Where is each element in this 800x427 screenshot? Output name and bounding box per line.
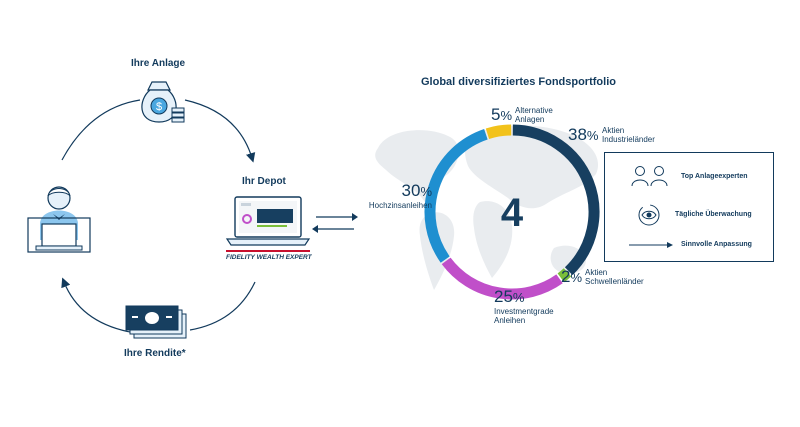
donut-segment-4	[485, 124, 512, 140]
seg-label-line1: Alternative	[515, 106, 553, 115]
donut-segment-2	[441, 257, 563, 300]
donut-segment-0	[512, 124, 600, 276]
donut-segments	[424, 124, 600, 300]
money-bag-icon: $	[141, 81, 185, 123]
investor-icon	[27, 186, 91, 253]
seg-label-line2: Schwellenländer	[585, 277, 644, 287]
seg-label-line1: Aktien	[602, 126, 625, 135]
pct-value: 2	[561, 267, 571, 286]
arc-bottom-right	[189, 281, 256, 331]
arc-top-right	[184, 99, 256, 163]
adjustment-arrow-icon	[629, 242, 673, 248]
dollar-sign: $	[156, 101, 162, 113]
legend-item-adjustment: Sinnvolle Anpassung	[681, 241, 752, 248]
brand-logo: FIDELITY WEALTH EXPERT	[226, 254, 312, 261]
chart-title: Global diversifiziertes Fondsportfolio	[421, 76, 616, 88]
donut-chart: 4	[424, 124, 600, 300]
pct-value: 25	[494, 287, 513, 306]
arc-top	[61, 99, 141, 161]
legend-item-monitoring: Tägliche Überwachung	[675, 211, 752, 218]
legend-box: Top Anlageexperten Tägliche Überwachung …	[604, 152, 774, 262]
label-hochzins: 30% Hochzinsanleihen	[366, 182, 432, 210]
seg-label-line2: Industrieländer	[602, 135, 655, 145]
seg-label-line1: Hochzinsanleihen	[368, 201, 432, 210]
experts-icon	[631, 166, 668, 187]
seg-label-line1: Aktien	[585, 268, 608, 277]
monitoring-eye-icon	[638, 204, 660, 226]
rendite-label: Ihre Rendite*	[124, 348, 186, 359]
center-number: 4	[501, 191, 524, 235]
cycle-arrows	[61, 99, 256, 333]
pct-value: 38	[568, 125, 587, 144]
brand-underline	[226, 250, 310, 252]
pct-sign: %	[586, 128, 599, 143]
depot-label: Ihr Depot	[242, 176, 286, 187]
pct-sign: %	[420, 184, 432, 199]
pct-sign: %	[512, 290, 525, 305]
donut-segment-1	[557, 268, 572, 283]
pct-value: 5	[491, 105, 501, 124]
pct-sign: %	[570, 270, 583, 285]
legend-item-experts: Top Anlageexperten	[681, 173, 748, 180]
exchange-arrows	[312, 213, 358, 233]
seg-label-line2: Anlagen	[515, 115, 545, 125]
banknotes-icon	[125, 305, 187, 339]
laptop-icon	[225, 196, 311, 246]
pct-sign: %	[500, 108, 513, 123]
donut-segment-3	[424, 129, 488, 263]
arc-bottom-left	[61, 277, 131, 333]
seg-label-line2: Anleihen	[494, 316, 526, 326]
pct-value: 30	[401, 181, 421, 200]
seg-label-line1: Investmentgrade	[494, 307, 554, 316]
anlage-label: Ihre Anlage	[131, 58, 186, 69]
